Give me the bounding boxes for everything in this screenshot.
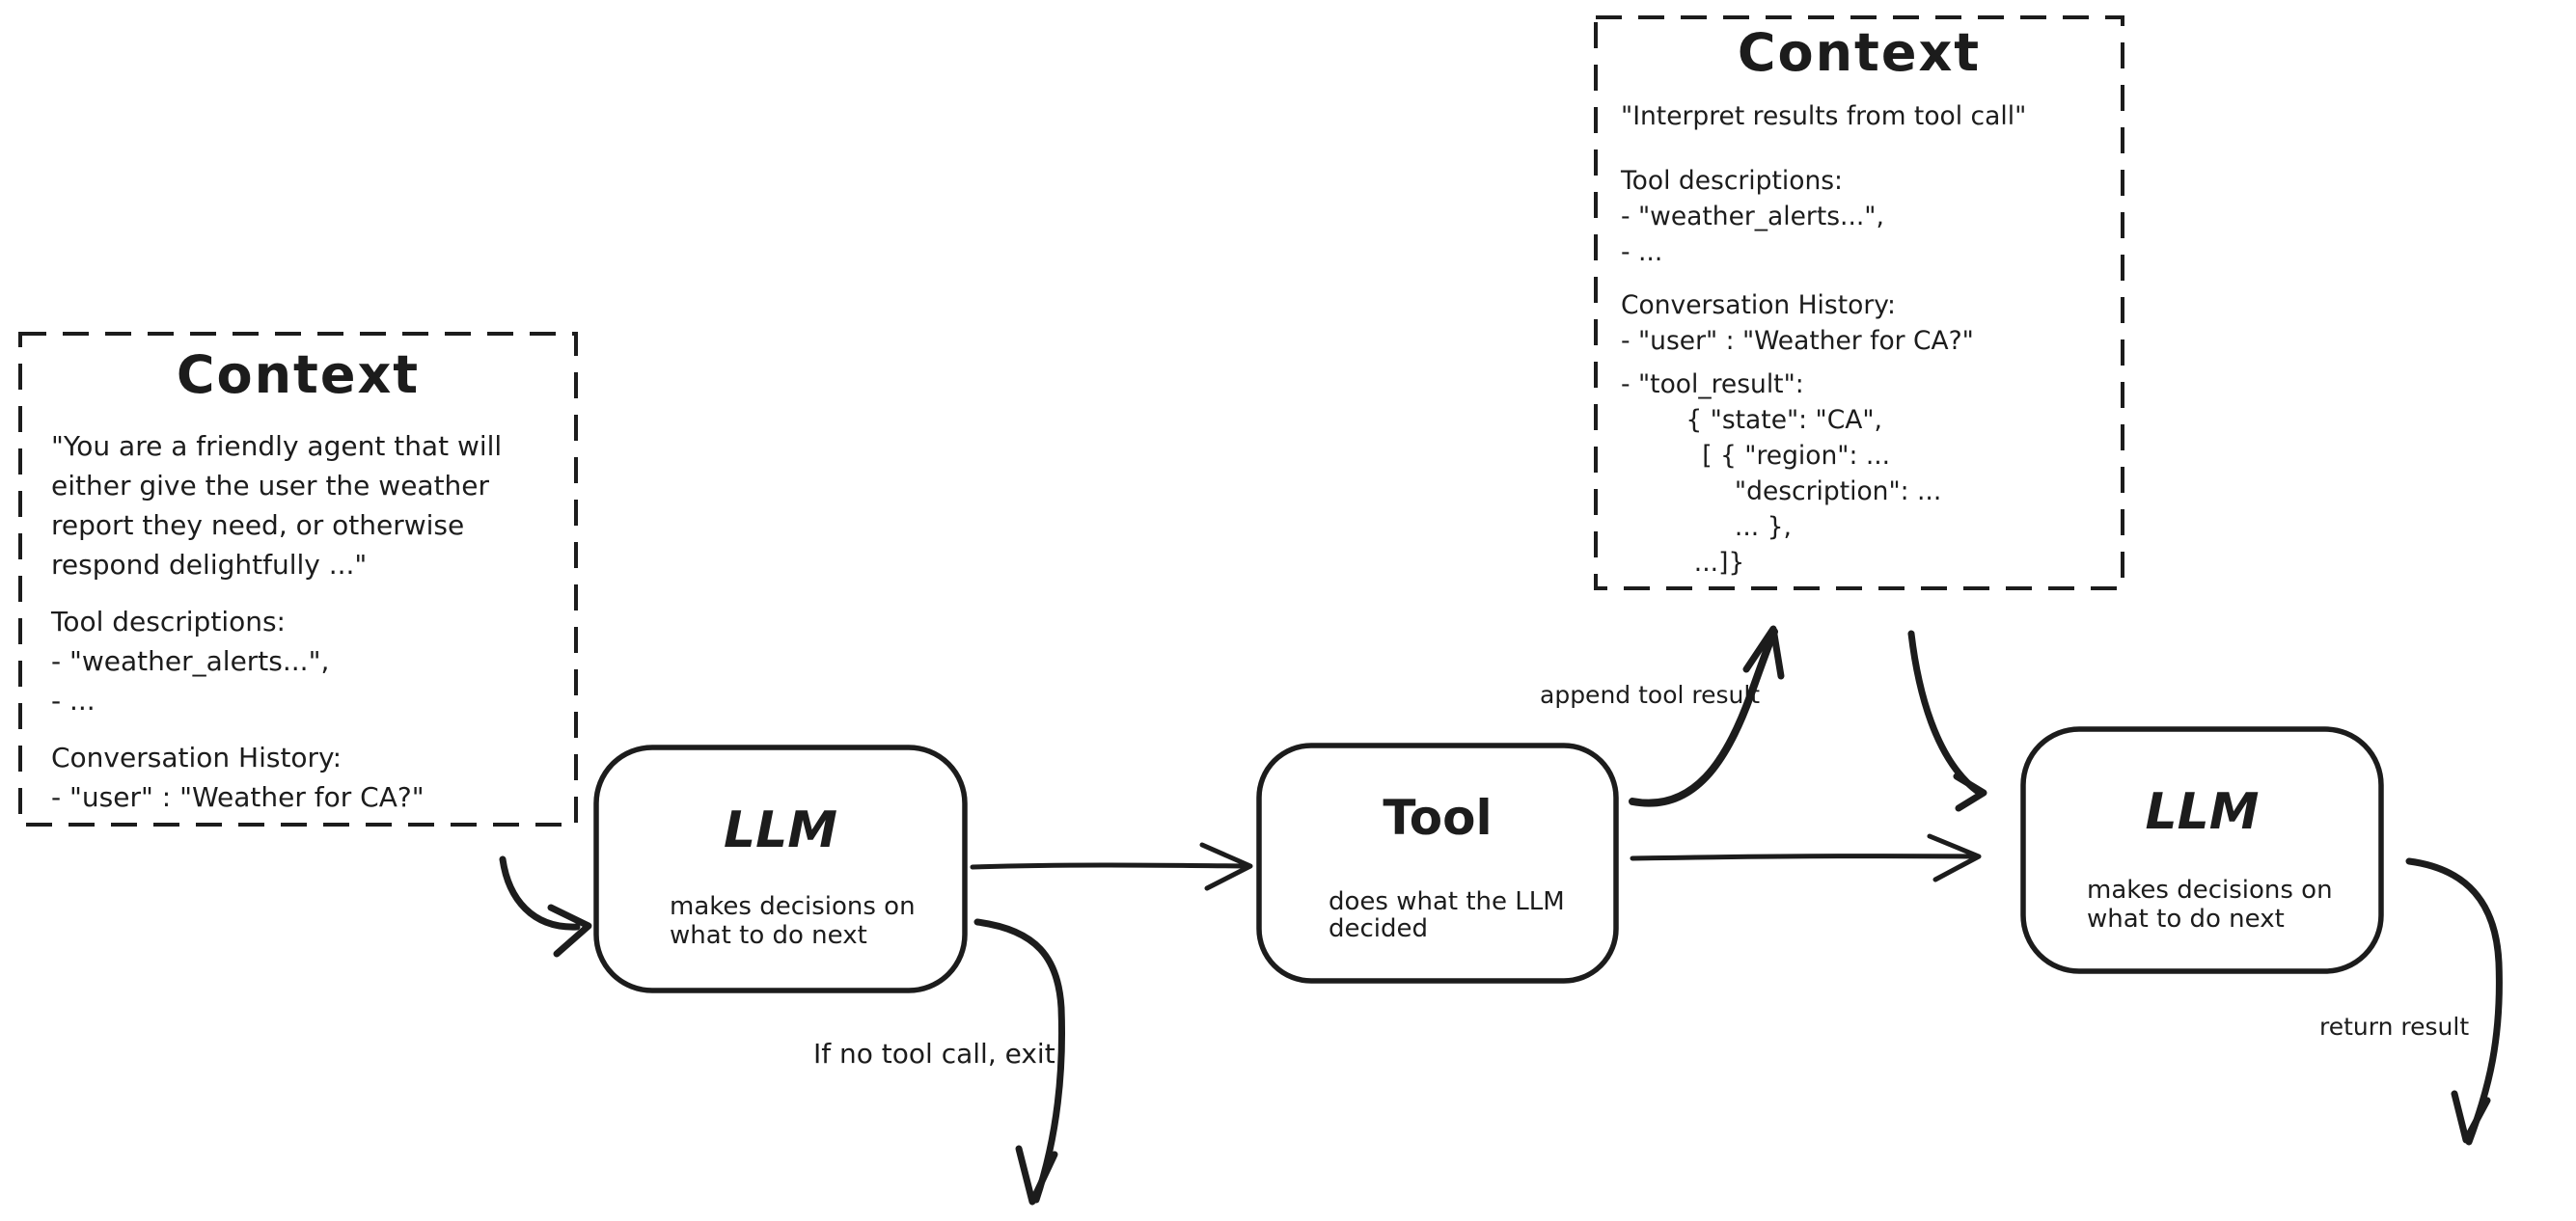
arrow-llm1-to-tool — [970, 842, 1253, 891]
system-prompt-text: "Interpret results from tool call" — [1621, 98, 2113, 134]
context-box-left: Context "You are a friendly agent that w… — [20, 334, 576, 825]
llm-node-1-title: LLM — [723, 801, 837, 859]
text-line: "description": ... — [1621, 476, 1942, 506]
text-line: does what the LLM — [1329, 887, 1565, 916]
text-line: - "weather_alerts...", — [1621, 202, 1884, 231]
tool-node-title: Tool — [1383, 790, 1493, 846]
llm-node-1: LLM makes decisions on what to do next — [596, 747, 965, 990]
llm-node-1-border — [593, 745, 968, 993]
text-line: ...]} — [1621, 548, 1745, 578]
text-line: what to do next — [2087, 905, 2285, 934]
arrow-tool-to-llm2 — [1630, 833, 1982, 882]
text-line: report they need, or otherwise — [51, 509, 465, 541]
system-prompt-text: "You are a friendly agent that will eith… — [51, 426, 557, 584]
text-line: Conversation History: — [1621, 290, 1896, 320]
tool-descriptions-text: Tool descriptions: - "weather_alerts..."… — [51, 602, 557, 720]
text-line: decided — [1329, 914, 1429, 943]
text-line: - ... — [1621, 237, 1663, 267]
llm-node-2-title: LLM — [2145, 783, 2260, 841]
text-line: - "weather_alerts...", — [51, 645, 330, 677]
if-no-tool-call-exit-label: If no tool call, exit — [813, 1038, 1055, 1070]
text-line: makes decisions on — [670, 892, 916, 921]
tool-descriptions-text: Tool descriptions: - "weather_alerts..."… — [1621, 163, 2113, 270]
text-line: respond delightfully ..." — [51, 549, 368, 581]
tool-node: Tool does what the LLM decided — [1259, 746, 1616, 981]
text-line: Tool descriptions: — [51, 606, 286, 638]
append-tool-result-label: append tool result — [1540, 681, 1761, 709]
arrow-context-to-llm2 — [1907, 630, 1987, 812]
context-left-body: "You are a friendly agent that will eith… — [51, 426, 557, 817]
conversation-history-text: Conversation History: - "user" : "Weathe… — [1621, 287, 2113, 359]
llm-node-2-subtitle: makes decisions on what to do next — [2087, 876, 2333, 934]
arrow-llm2-return — [2405, 857, 2503, 1146]
return-result-label: return result — [2319, 1013, 2470, 1041]
conversation-history-text: Conversation History: - "user" : "Weathe… — [51, 738, 557, 817]
context-box-right-border — [1594, 15, 2124, 590]
context-right-title: Context — [1737, 22, 1982, 83]
text-line: "Interpret results from tool call" — [1621, 101, 2027, 131]
context-right-body: "Interpret results from tool call" Tool … — [1621, 98, 2113, 581]
text-line: makes decisions on — [2087, 876, 2333, 905]
text-line: "You are a friendly agent that will — [51, 430, 503, 462]
llm-node-2-border — [2020, 726, 2384, 974]
text-line: - "tool_result": — [1621, 369, 1804, 399]
text-line: either give the user the weather — [51, 470, 490, 502]
arrow-context-to-llm1 — [499, 855, 592, 958]
arrow-tool-to-context — [1629, 625, 1785, 807]
llm-node-2: LLM makes decisions on what to do next — [2023, 729, 2381, 971]
text-line: - "user" : "Weather for CA?" — [1621, 326, 1974, 356]
llm-node-1-subtitle: makes decisions on what to do next — [670, 892, 916, 950]
text-line: Tool descriptions: — [1621, 166, 1843, 196]
text-line: [ { "region": ... — [1621, 441, 1891, 471]
text-line: - "user" : "Weather for CA?" — [51, 781, 425, 813]
arrow-llm1-exit — [973, 918, 1066, 1206]
text-line: ... }, — [1621, 512, 1792, 542]
tool-node-subtitle: does what the LLM decided — [1329, 888, 1565, 942]
context-left-title: Context — [176, 344, 421, 405]
text-line: Conversation History: — [51, 742, 343, 773]
text-line: what to do next — [670, 921, 867, 950]
tool-node-border — [1256, 743, 1619, 984]
text-line: - ... — [51, 685, 96, 717]
context-box-left-border — [18, 332, 578, 827]
text-line: { "state": "CA", — [1621, 405, 1882, 435]
context-box-right: Context "Interpret results from tool cal… — [1596, 17, 2123, 588]
tool-result-text: - "tool_result": { "state": "CA", [ { "r… — [1621, 366, 2113, 581]
